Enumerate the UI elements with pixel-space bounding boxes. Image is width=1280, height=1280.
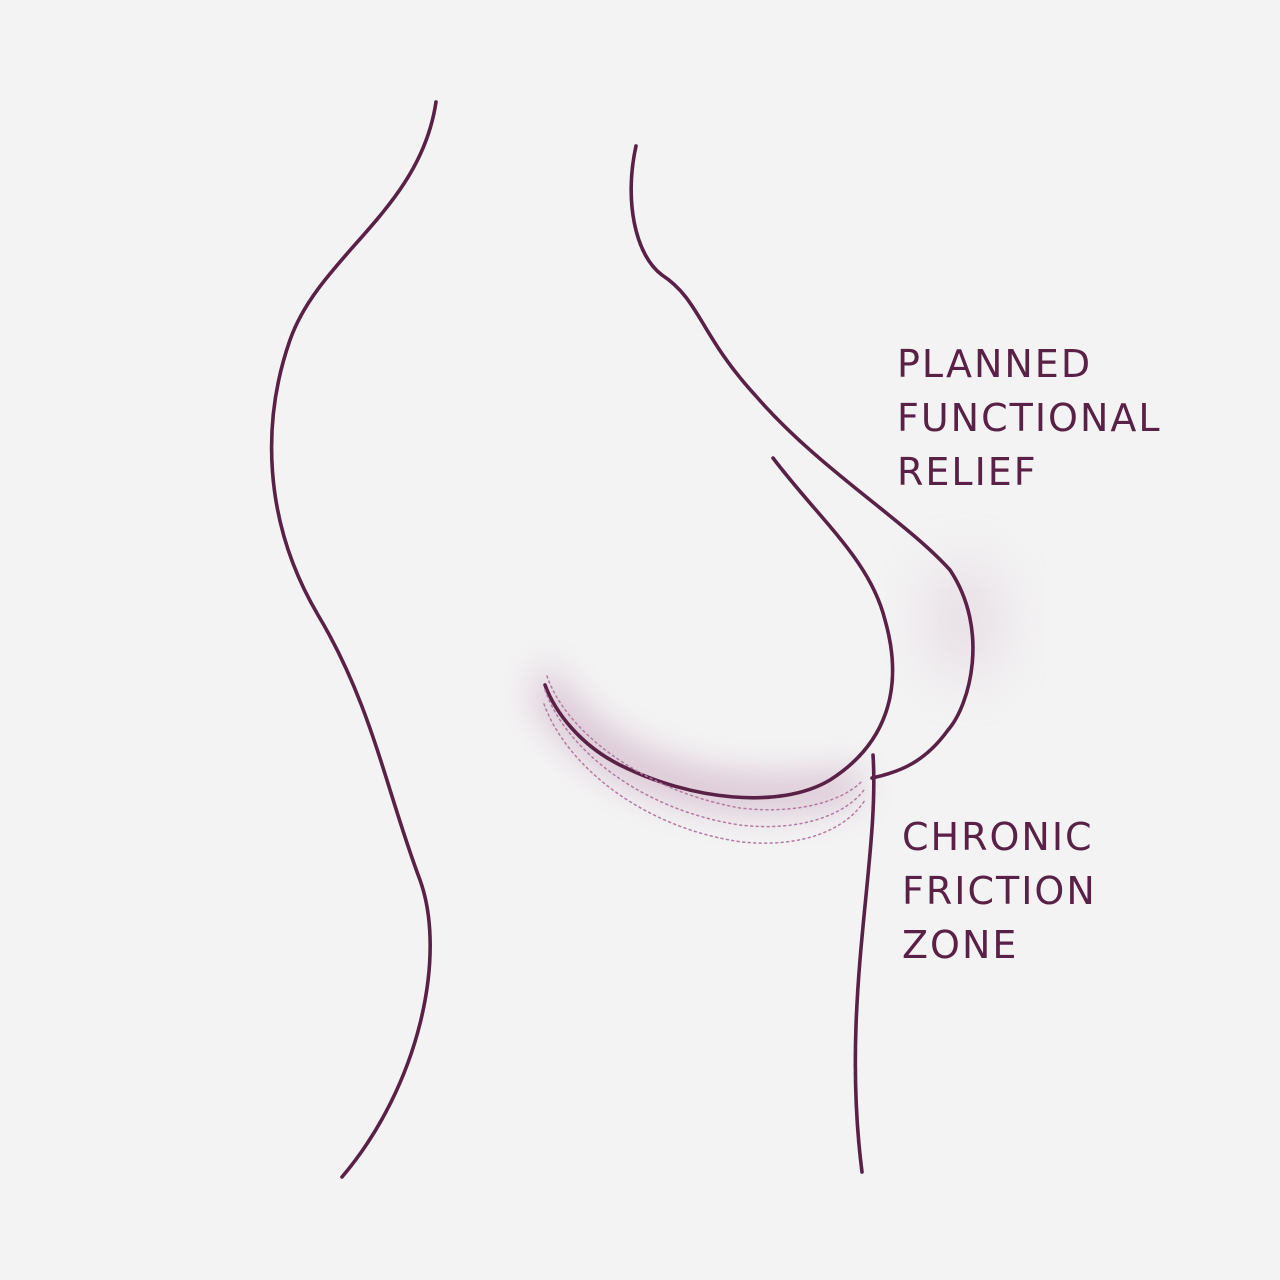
friction-label-line-3: ZONE [902, 923, 1019, 967]
friction-label-line-1: CHRONIC [902, 815, 1094, 859]
front-torso-contour-line [853, 753, 876, 1174]
friction-zone-glow [535, 660, 860, 811]
relief-label-line-2: FUNCTIONAL [897, 396, 1162, 440]
friction-label: CHRONIC FRICTION ZONE [902, 810, 1097, 972]
friction-dotted-line-3 [543, 703, 866, 844]
friction-dotted-line-2 [544, 689, 865, 828]
back-contour-line [269, 100, 438, 1179]
relief-label-line-3: RELIEF [897, 450, 1038, 494]
breast-inner-contour-line [543, 456, 895, 800]
relief-label-line-1: PLANNED [897, 342, 1093, 386]
friction-label-line-2: FRICTION [902, 869, 1097, 913]
relief-zone-glow [925, 560, 1005, 680]
relief-label: PLANNED FUNCTIONAL RELIEF [897, 337, 1162, 499]
chest-outer-contour-line [629, 144, 975, 780]
friction-dotted-line-1 [546, 675, 864, 811]
